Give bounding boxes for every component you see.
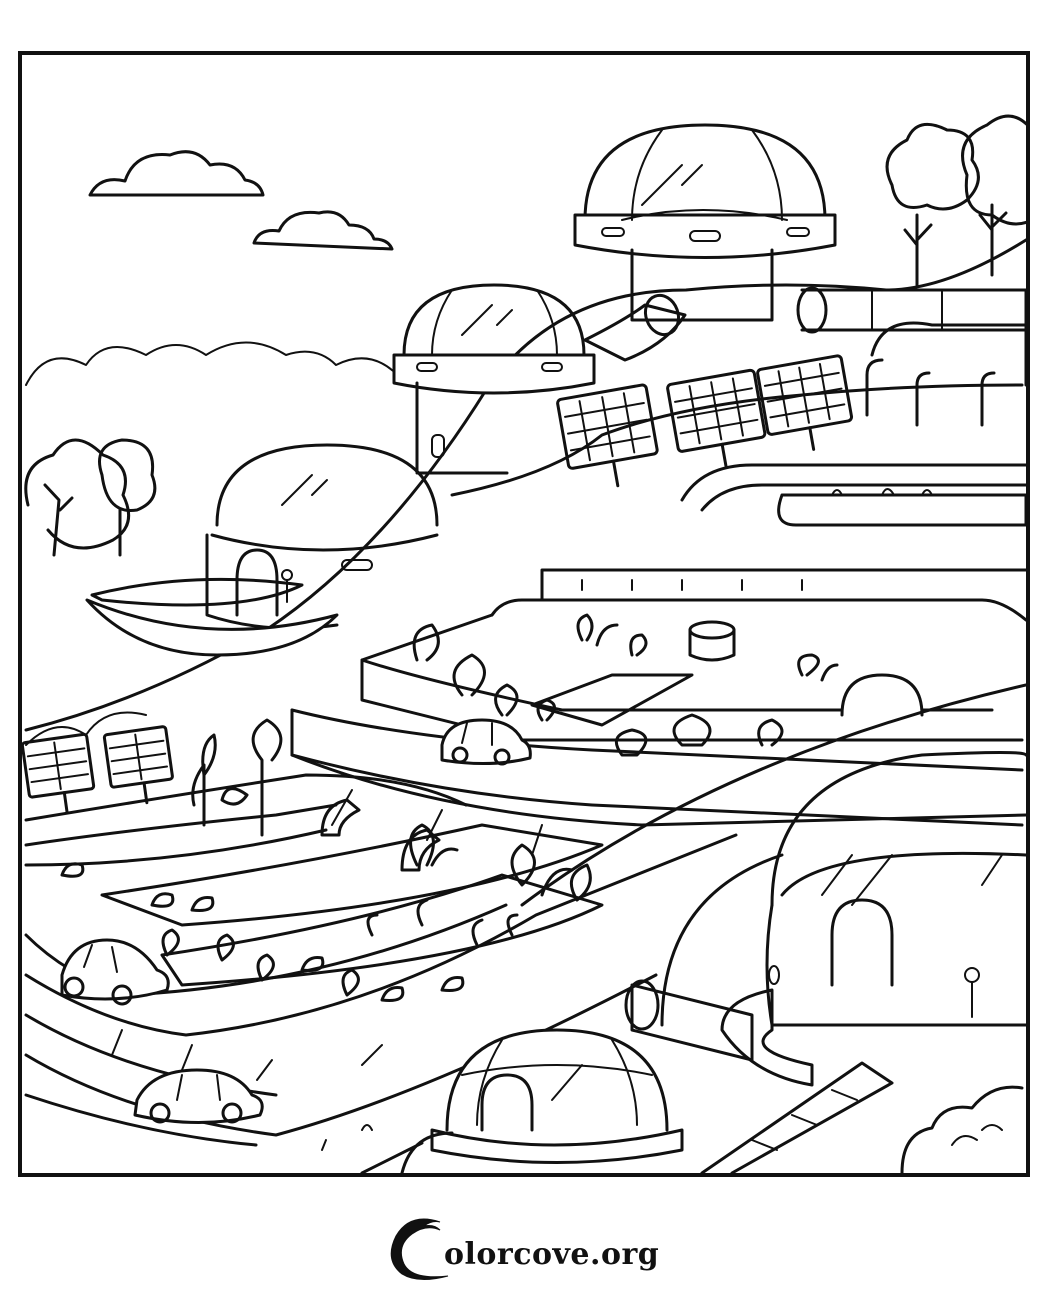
pipe [624, 979, 894, 1173]
tree-icon [885, 114, 1026, 287]
saucer-dome [85, 443, 439, 657]
tall-tower-dome [573, 123, 837, 322]
car-icon [440, 718, 532, 766]
plant-icon [60, 718, 592, 1002]
mid-tower-dome [392, 283, 596, 475]
large-dome-house [720, 673, 1026, 1087]
pipe [583, 286, 1026, 362]
garden-bed [290, 568, 1026, 827]
site-logo[interactable]: olorcove.org [388, 1210, 668, 1285]
car-icon [60, 938, 170, 1006]
wave-c-logo-icon [390, 1218, 449, 1280]
solar-panel-icon [556, 354, 854, 488]
solar-panel-icon [22, 725, 174, 814]
coloring-illustration [22, 114, 1026, 1173]
car-icon [133, 1068, 264, 1124]
cloud-icon [88, 150, 394, 251]
coloring-page-frame [18, 51, 1030, 1177]
logo-text: olorcove.org [444, 1237, 660, 1272]
small-igloo-dome [360, 1028, 684, 1173]
tree-icon [24, 438, 157, 557]
plant-icon [412, 613, 839, 757]
